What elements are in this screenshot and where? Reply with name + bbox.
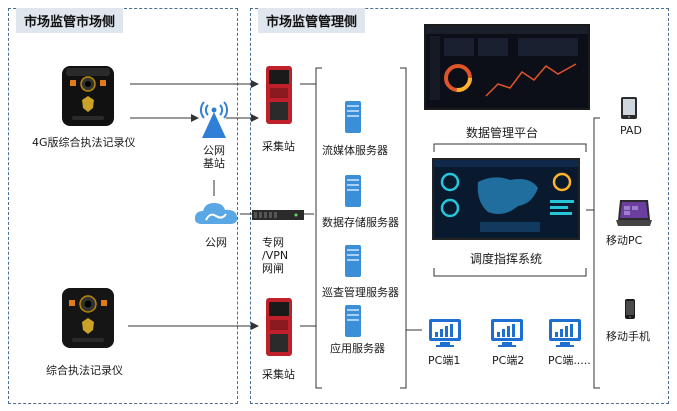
server-label-inspection: 巡查管理服务器	[322, 286, 399, 299]
market-side-title: 市场监管市场侧	[16, 8, 124, 33]
collector-station-bottom	[262, 296, 296, 358]
pc-label-2: PC端2	[492, 354, 525, 367]
server-label-storage: 数据存储服务器	[322, 216, 399, 229]
pc-icon-3	[548, 318, 582, 348]
server-icon-streaming	[344, 100, 362, 134]
data-mgmt-label: 数据管理平台	[466, 126, 539, 140]
pad-icon	[620, 96, 638, 120]
recorder-label: 综合执法记录仪	[46, 364, 123, 377]
collector-station-top	[262, 64, 296, 126]
cloud-icon	[192, 198, 240, 228]
server-icon-inspection	[344, 244, 362, 278]
recorder-device	[60, 284, 116, 350]
mobile-phone-label: 移动手机	[606, 330, 650, 343]
recorder-4g-label: 4G版综合执法记录仪	[32, 136, 136, 149]
server-icon-application	[344, 304, 362, 338]
management-side-title: 市场监管管理侧	[258, 8, 366, 33]
base-station-icon	[196, 94, 232, 140]
management-side-panel	[250, 8, 669, 404]
pad-label: PAD	[620, 124, 642, 137]
server-icon-storage	[344, 174, 362, 208]
dispatch-screen	[432, 158, 580, 240]
mobile-pc-label: 移动PC	[606, 234, 643, 247]
server-label-application: 应用服务器	[330, 342, 385, 355]
base-station-label: 公网 基站	[203, 144, 225, 170]
collector-label-bottom: 采集站	[262, 368, 295, 381]
recorder-4g-device	[60, 62, 116, 128]
pc-label-3: PC端.....	[548, 354, 591, 367]
data-mgmt-screen	[424, 24, 590, 110]
public-net-label: 公网	[205, 236, 227, 249]
server-label-streaming: 流媒体服务器	[322, 144, 388, 157]
pc-icon-1	[428, 318, 462, 348]
dispatch-label: 调度指挥系统	[470, 252, 543, 266]
gateway-device	[252, 208, 304, 222]
mobile-pc-icon	[614, 198, 654, 228]
mobile-phone-icon	[624, 298, 636, 320]
collector-label-top: 采集站	[262, 140, 295, 153]
pc-label-1: PC端1	[428, 354, 461, 367]
gateway-label: 专网 /VPN 网闸	[262, 236, 289, 275]
pc-icon-2	[490, 318, 524, 348]
